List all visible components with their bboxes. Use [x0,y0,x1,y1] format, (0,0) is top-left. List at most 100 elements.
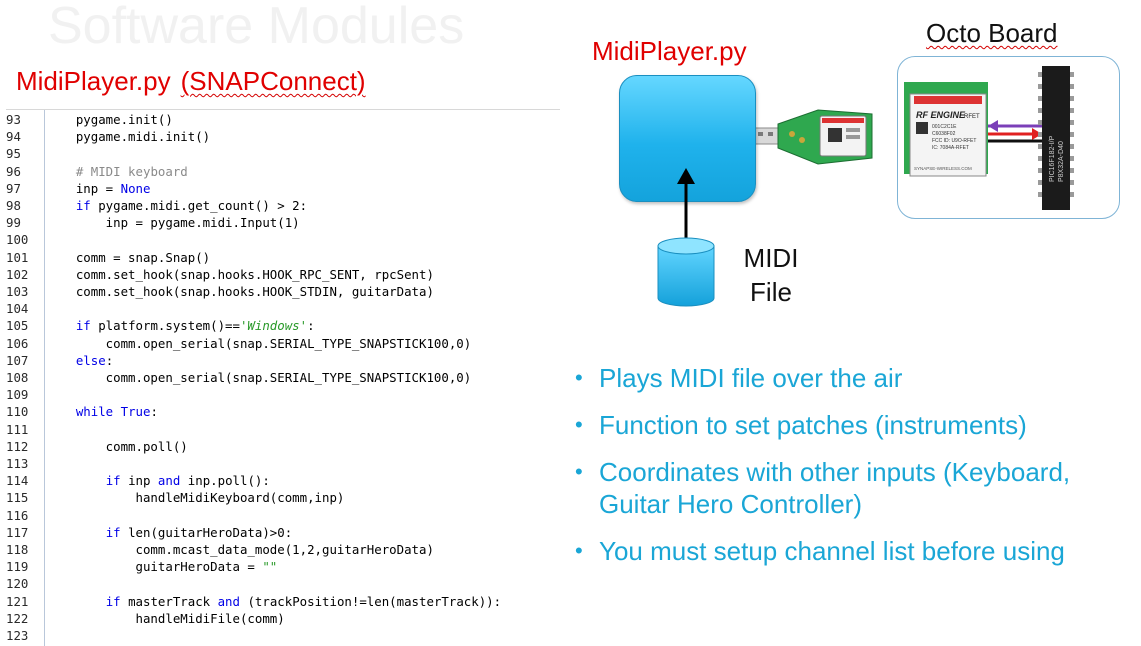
line-number: 112 [6,438,29,454]
midi-file-database-icon [657,237,715,307]
code-token: pygame.midi.init() [46,129,211,145]
code-token: (trackPosition!=len(masterTrack)): [239,593,502,609]
line-number: 104 [6,301,29,317]
code-token: masterTrack [120,593,218,609]
octo-board-label-text: Octo Board [926,18,1058,48]
line-number: 119 [6,559,29,575]
code-token: True [120,404,151,420]
code-token [46,404,76,419]
rf-engine-model: RFET [964,114,980,120]
code-token [46,525,106,540]
line-number: 107 [6,352,29,368]
line-number: 95 [6,146,21,162]
code-line: 110 while True: [6,403,560,420]
code-line: 107 else: [6,352,560,369]
usb-snapstick-icon [753,109,873,165]
line-number: 105 [6,318,29,334]
code-text: comm.open_serial(snap.SERIAL_TYPE_SNAPST… [46,369,472,386]
feature-bullet-list: Plays MIDI file over the air Function to… [575,362,1135,582]
code-token [113,404,120,419]
code-token: comm.open_serial(snap.SERIAL_TYPE_SNAPST… [46,335,472,351]
code-line: 109 [6,386,560,403]
code-token: else [75,352,106,368]
bullet-item: You must setup channel list before using [575,535,1135,567]
code-line: 105 if platform.system()=='Windows': [6,317,560,334]
code-line: 121 if masterTrack and (trackPosition!=l… [6,593,560,610]
line-number: 111 [6,421,29,437]
line-number: 110 [6,404,29,420]
code-text: if platform.system()=='Windows': [46,317,315,334]
code-token [46,473,106,488]
code-line: 101 comm = snap.Snap() [6,249,560,266]
code-text: handleMidiFile(comm) [46,610,285,627]
code-token: platform.system()== [90,318,240,334]
code-token: handleMidiFile(comm) [46,610,285,626]
code-token: if [105,473,121,489]
line-number: 103 [6,284,29,299]
code-token: len(guitarHeroData)>0: [120,524,293,540]
code-line: 123 [6,627,560,644]
code-text: if len(guitarHeroData)>0: [46,524,293,541]
code-token: inp = pygame.midi.Input(1) [46,215,300,231]
rf-bottom-text: SYNAPSE-WIRELESS.COM [914,166,972,171]
code-token: handleMidiKeyboard(comm,inp) [46,490,345,506]
code-title: MidiPlayer.py (SNAPConnect) [16,66,366,97]
code-token: inp.poll(): [180,473,270,489]
rf-engine-text: RF ENGINE [916,110,966,120]
line-number: 102 [6,266,29,282]
rf-line-3: FCC ID: U9O-RFET [932,138,976,144]
code-text: while True: [46,403,158,420]
code-line: 99 inp = pygame.midi.Input(1) [6,214,560,231]
bullet-item: Coordinates with other inputs (Keyboard,… [575,456,1135,520]
code-token: : [150,404,158,420]
midi-file-label-line1: MIDI [743,243,799,273]
code-token [46,164,76,179]
code-line: 114 if inp and inp.poll(): [6,472,560,489]
code-token: if [75,198,91,213]
line-number: 106 [6,335,29,351]
code-token: comm.open_serial(snap.SERIAL_TYPE_SNAPST… [46,370,472,385]
code-title-subtitle: (SNAPConnect) [180,66,366,96]
line-number: 109 [6,387,29,403]
code-title-filename: MidiPlayer.py [16,66,171,96]
line-number: 98 [6,198,21,213]
octo-board-hardware-icon: RF ENGINE RFET 001C2C1E C6038F02 FCC ID:… [904,66,1074,210]
code-line: 96 # MIDI keyboard [6,163,560,180]
code-token: pygame.init() [46,112,173,127]
rf-line-1: 001C2C1E [932,124,957,130]
code-token: comm.poll() [46,438,188,454]
code-token: inp [120,473,158,489]
code-line: 116 [6,507,560,524]
code-text: else: [46,352,113,369]
code-token [46,198,76,213]
line-number: 101 [6,249,29,265]
rf-line-2: C6038F02 [932,131,956,137]
line-number: 97 [6,180,21,196]
code-line: 100 [6,231,560,248]
dip-chip-text-1: PIC16F182-I/P [1049,135,1056,182]
code-token [46,594,106,609]
line-number: 115 [6,490,29,506]
code-line: 104 [6,300,560,317]
code-token: if [105,593,121,609]
bullet-item: Function to set patches (instruments) [575,409,1135,441]
code-token: and [157,473,181,489]
line-number: 100 [6,232,29,248]
line-number: 108 [6,370,29,385]
diagram-title: MidiPlayer.py [592,36,747,66]
code-line: 102 comm.set_hook(snap.hooks.HOOK_RPC_SE… [6,266,560,283]
line-number: 94 [6,129,21,145]
code-line: 97 inp = None [6,180,560,197]
line-number: 113 [6,456,29,471]
code-line: 120 [6,575,560,592]
code-text: comm.mcast_data_mode(1,2,guitarHeroData) [46,541,434,558]
code-line: 117 if len(guitarHeroData)>0: [6,524,560,541]
line-number: 114 [6,473,29,489]
bullet-item: Plays MIDI file over the air [575,362,1135,394]
line-number: 117 [6,524,29,540]
code-line: 98 if pygame.midi.get_count() > 2: [6,197,560,214]
line-number: 122 [6,610,29,626]
code-text: inp = pygame.midi.Input(1) [46,214,300,231]
code-token: and [217,593,240,609]
